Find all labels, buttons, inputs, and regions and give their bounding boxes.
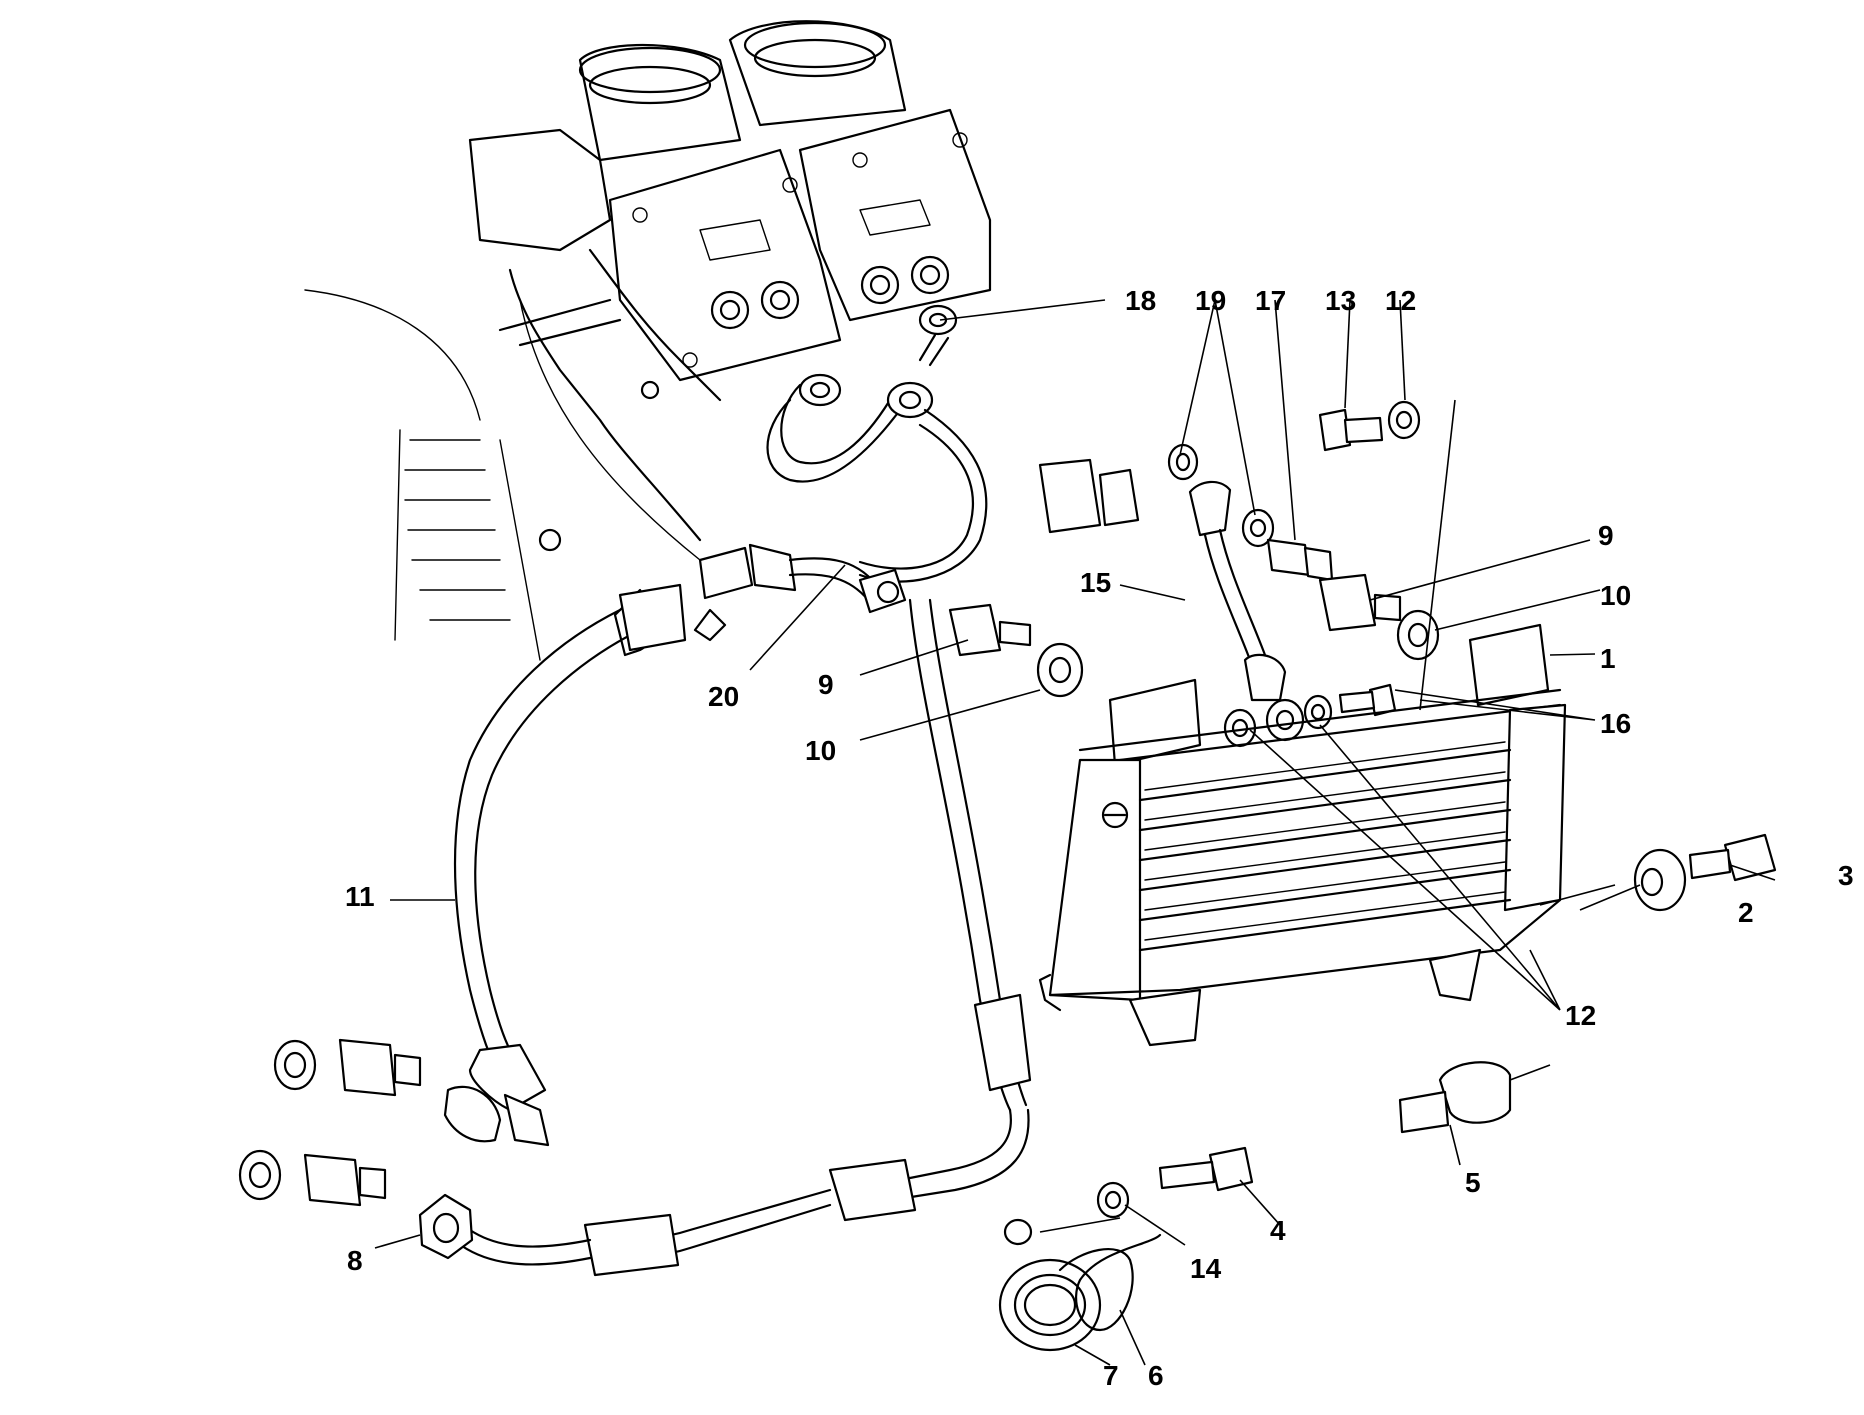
callout-13: 13	[1325, 285, 1356, 316]
strap-6	[1058, 1233, 1162, 1332]
callout-17: 17	[1255, 285, 1286, 316]
callout-9-left: 9	[818, 669, 834, 700]
oil-line-11	[443, 583, 687, 1147]
breather-hose-short	[766, 373, 902, 483]
union-9-left	[948, 603, 1032, 657]
oil-line-15	[1038, 443, 1305, 742]
callout-4: 4	[1270, 1215, 1286, 1246]
callout-11: 11	[345, 881, 375, 912]
callout-18: 18	[1125, 285, 1156, 316]
grommet-2	[1633, 848, 1687, 912]
bolt-17	[1266, 538, 1334, 582]
bolt-13	[1318, 408, 1384, 452]
oil-line-lower	[418, 598, 1032, 1277]
callout-1: 1	[1600, 643, 1616, 674]
callout-8: 8	[347, 1245, 363, 1276]
callout-7: 7	[1103, 1360, 1119, 1391]
callout-15: 15	[1080, 567, 1111, 598]
washer-12-top	[1387, 400, 1421, 440]
callout-10-right: 10	[1600, 580, 1631, 611]
clamp-7	[998, 1258, 1102, 1352]
callout-2: 2	[1738, 897, 1754, 928]
carburettor-right	[728, 20, 992, 322]
callout-6: 6	[1148, 1360, 1164, 1391]
union-9-right	[1318, 573, 1402, 632]
washer-19	[1241, 508, 1275, 548]
intake-manifold	[498, 248, 722, 552]
washer-14	[1003, 1181, 1130, 1246]
carburettor-left	[468, 43, 842, 382]
callout-9-right: 9	[1598, 520, 1614, 551]
callout-5: 5	[1465, 1167, 1481, 1198]
callout-16: 16	[1600, 708, 1631, 739]
fitting-lower-left-upper	[273, 1038, 422, 1097]
washer-10-left	[1036, 642, 1084, 698]
spacer-5	[1398, 1061, 1512, 1134]
engine-cylinder	[304, 289, 701, 661]
callout-12-top: 12	[1385, 285, 1416, 316]
screw-3	[1688, 833, 1777, 882]
callout-19: 19	[1195, 285, 1226, 316]
callout-labels: 1 2 3 4 5 6 7 8 9 9 10 10 11 12 12 13 14…	[345, 285, 1854, 1391]
callout-14: 14	[1190, 1253, 1222, 1284]
oil-line-18	[858, 304, 988, 583]
screw-4	[1158, 1146, 1254, 1192]
callout-3: 3	[1838, 860, 1854, 891]
leader-lines	[374, 299, 1776, 1366]
callout-20: 20	[708, 681, 739, 712]
washer-10-right	[1396, 609, 1440, 661]
bolt-16	[1338, 683, 1397, 717]
oil-cooler	[1038, 623, 1567, 1047]
callout-10-left: 10	[805, 735, 836, 766]
callout-12-bottom: 12	[1565, 1000, 1596, 1031]
fitting-lower-left-lower	[238, 1149, 387, 1207]
